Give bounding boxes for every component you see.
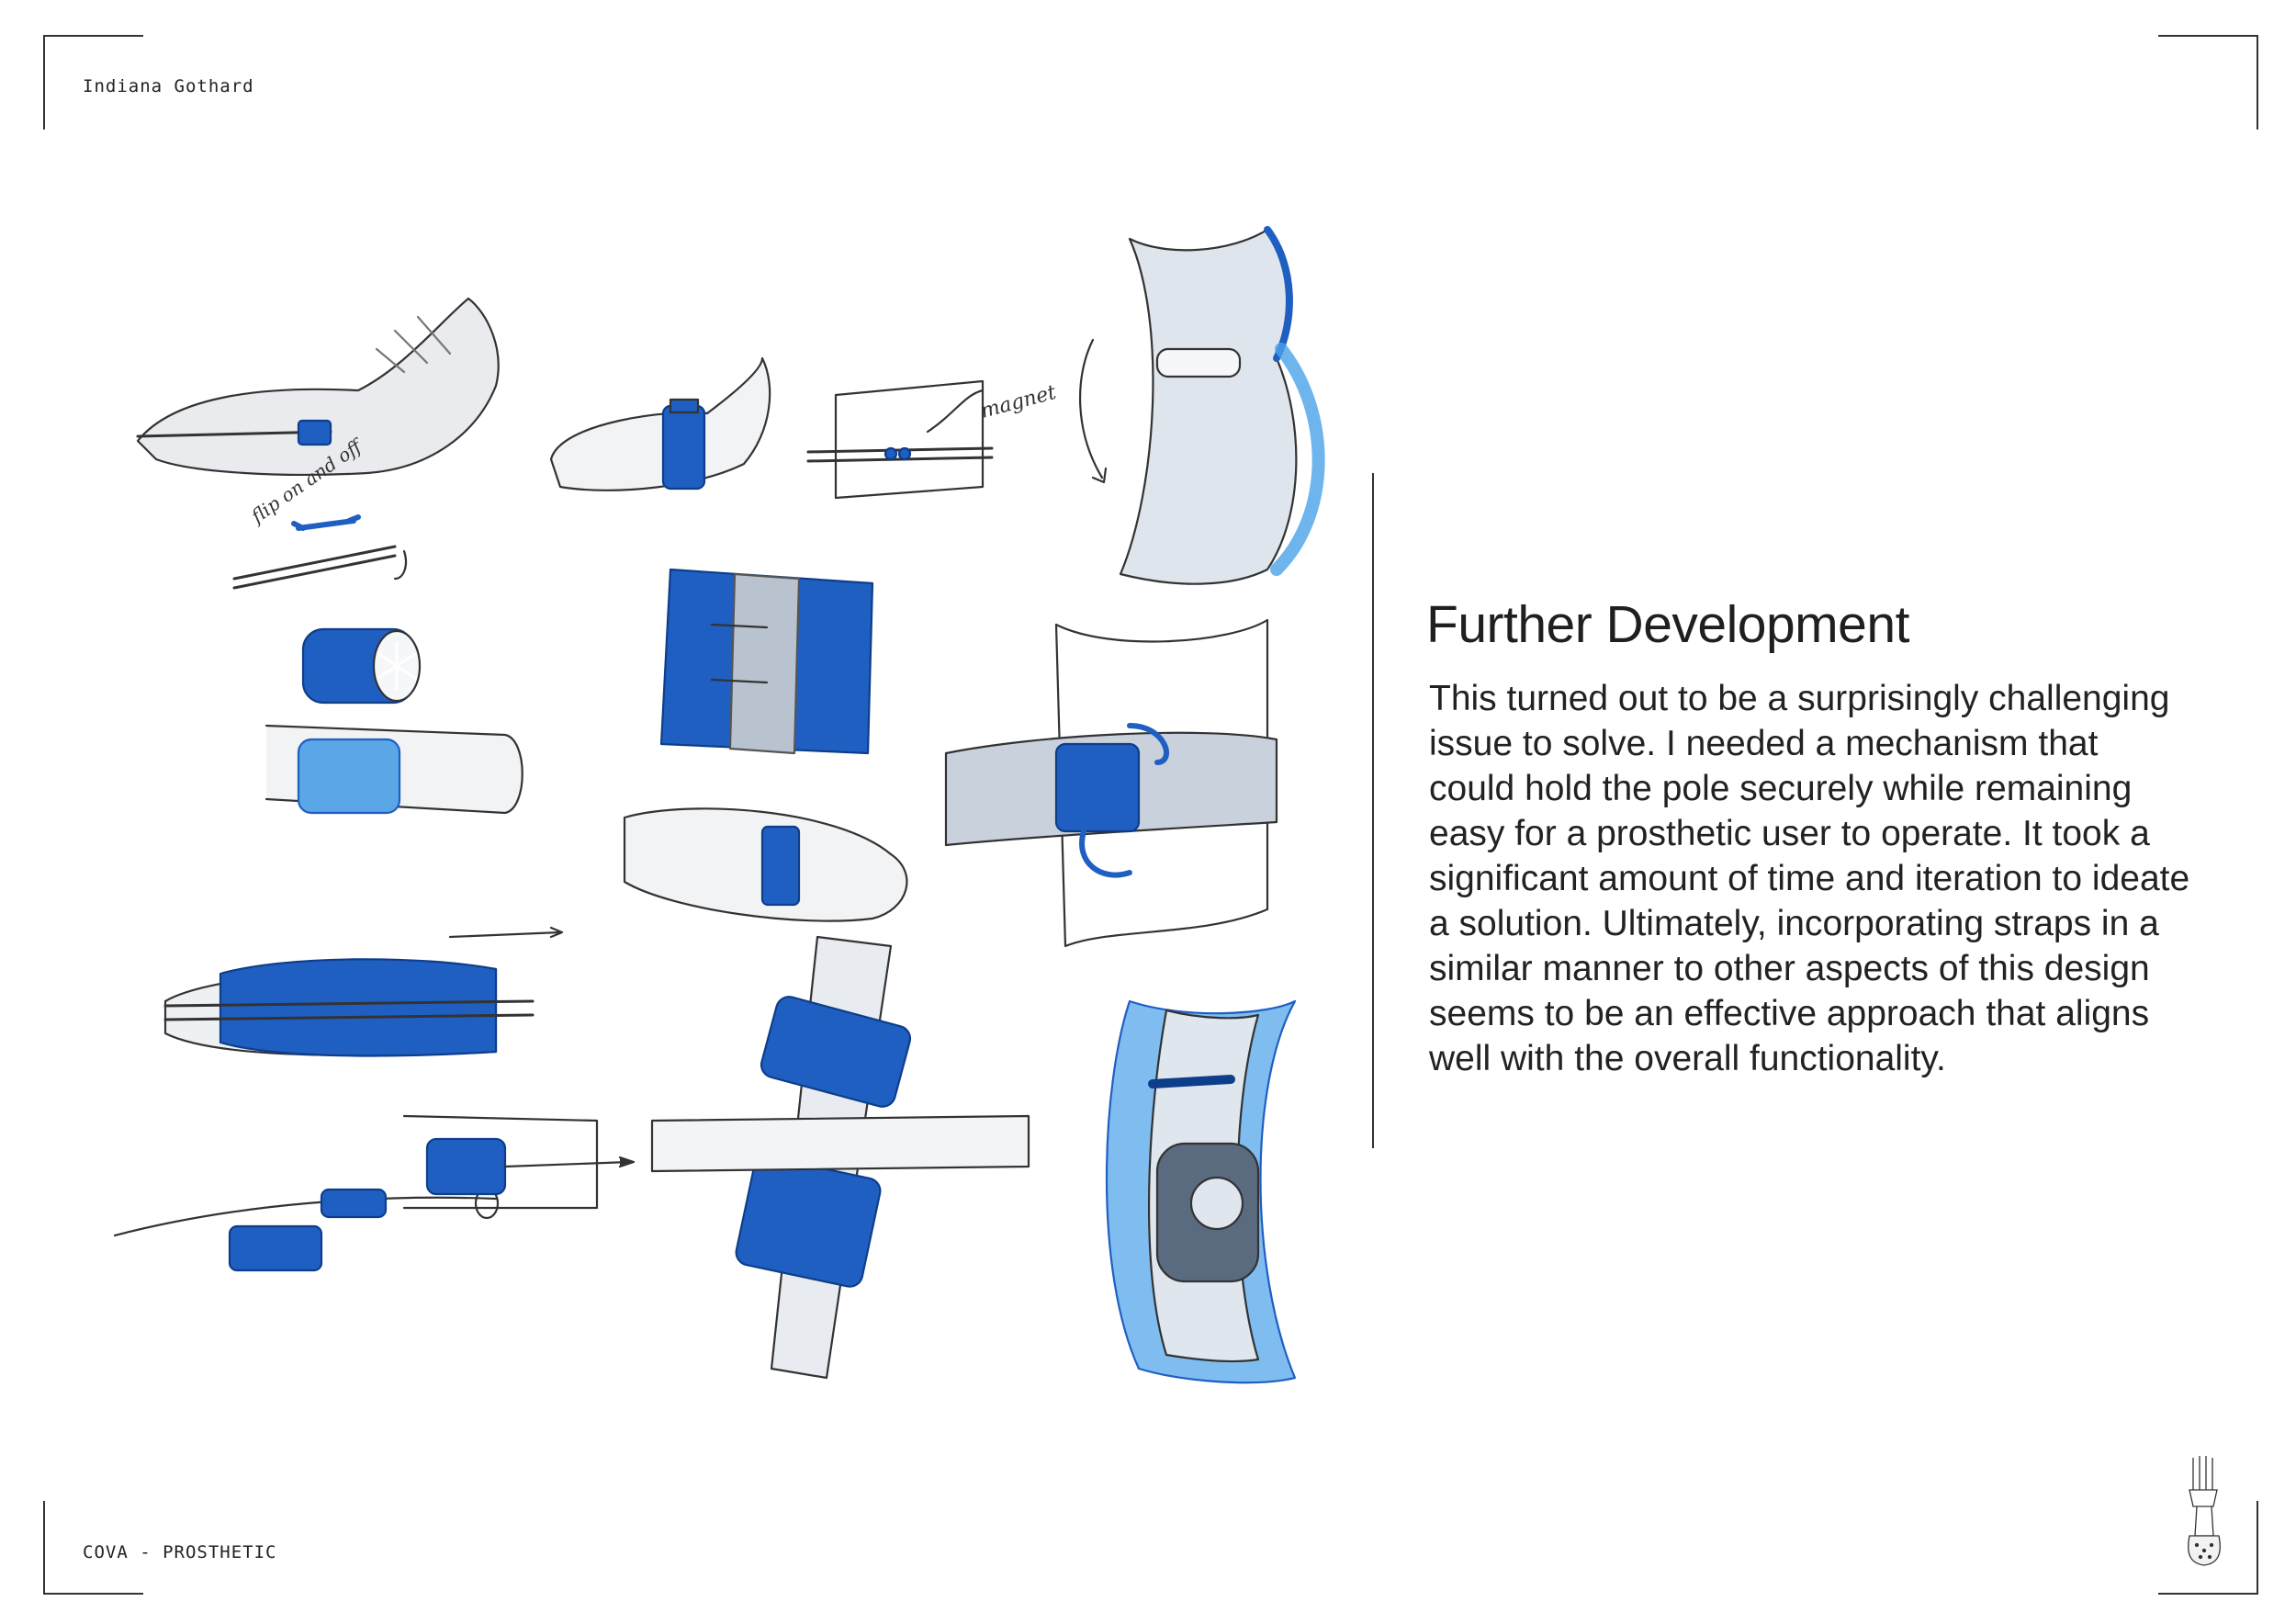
prosthetic-arm-logo-icon xyxy=(2188,1456,2221,1566)
sketch-magnet-sheet xyxy=(806,338,1108,500)
corner-mark-top-right xyxy=(2158,35,2258,130)
sketch-arm-small-clip xyxy=(623,807,908,922)
sketch-channel-clip xyxy=(163,926,564,1057)
section-title: Further Development xyxy=(1426,595,1909,654)
sketch-capsule xyxy=(301,627,422,705)
sketch-arm-clip xyxy=(136,297,500,590)
project-label: COVA - PROSTHETIC xyxy=(83,1542,277,1562)
sketch-panel-pole xyxy=(944,618,1278,948)
sketch-vertical-strap xyxy=(650,935,1030,1380)
sketch-lever-tubes xyxy=(113,1114,636,1272)
sketch-curved-panel xyxy=(1119,226,1325,585)
corner-mark-bottom-left xyxy=(43,1501,143,1595)
section-divider xyxy=(1372,473,1374,1148)
annotation-magnet: magnet xyxy=(978,381,1059,423)
corner-mark-bottom-right xyxy=(2158,1501,2258,1595)
author-name: Indiana Gothard xyxy=(83,76,254,96)
section-body: This turned out to be a surprisingly cha… xyxy=(1429,679,2190,1078)
sketch-sleeve-tube xyxy=(264,724,523,815)
sketch-arm-band xyxy=(549,356,771,491)
sketch-curved-blue-panel xyxy=(1105,999,1297,1384)
concept-sketches: magnet flip on and off xyxy=(113,226,1325,1384)
sketch-strap-band xyxy=(659,568,874,755)
corner-mark-top-left xyxy=(43,35,143,130)
